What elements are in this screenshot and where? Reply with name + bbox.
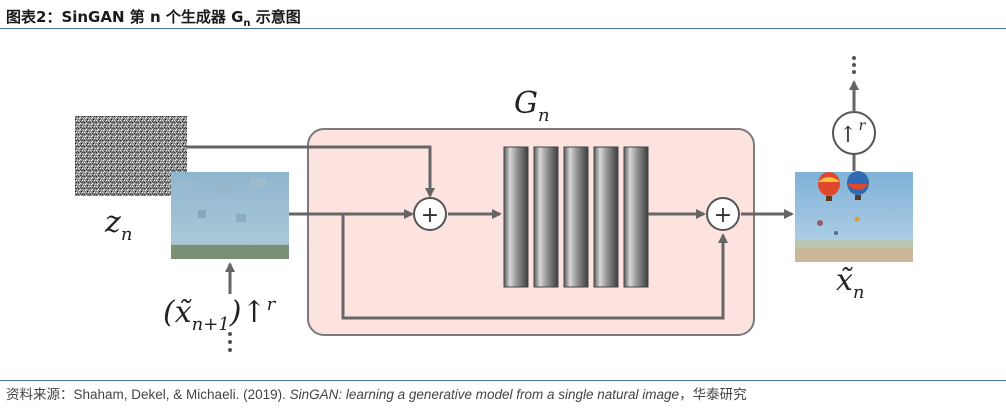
svg-text:+: + xyxy=(421,203,439,228)
balloon-icon xyxy=(847,171,869,200)
title-main: SinGAN 第 n 个生成器 G xyxy=(61,8,244,26)
footer-divider xyxy=(0,380,1006,381)
title-suffix: 示意图 xyxy=(250,8,301,26)
svg-text:r: r xyxy=(859,118,867,134)
output-sum-node: + xyxy=(706,197,740,231)
noise-to-sum-arrow xyxy=(187,145,435,198)
upsample-node: ↑ r xyxy=(832,111,876,155)
input-label: (x̃n+1)↑r xyxy=(163,294,277,335)
title-prefix: 图表2： xyxy=(6,8,62,26)
title-subscript: n xyxy=(243,18,251,29)
conv-block-3 xyxy=(563,146,589,288)
residual-skip-arrow xyxy=(341,214,728,320)
paper-title: SinGAN: learning a generative model from… xyxy=(289,387,680,402)
output-label: x̃n xyxy=(836,263,865,303)
title-divider xyxy=(0,28,1006,29)
conv-block-4 xyxy=(593,146,619,288)
conv-block-5 xyxy=(623,146,649,288)
conv-block-1 xyxy=(503,146,529,288)
upsample-arrow-icon: ↑ xyxy=(839,123,857,148)
balloon-icon xyxy=(818,172,840,201)
upsampled-input-image xyxy=(171,172,289,259)
conv-blocks xyxy=(503,146,649,288)
singan-generator-diagram: zn (x̃n+1)↑r Gn + + xyxy=(75,56,913,352)
noise-image xyxy=(75,116,187,196)
output-ellipsis-dots xyxy=(852,56,856,74)
noise-label: zn xyxy=(104,205,132,245)
figure-title: 图表2：SinGAN 第 n 个生成器 Gn 示意图 xyxy=(6,4,301,30)
conv-block-2 xyxy=(533,146,559,288)
source-note: 资料来源：Shaham, Dekel, & Michaeli. (2019). … xyxy=(6,384,1001,406)
svg-text:+: + xyxy=(714,203,732,228)
source-prefix: 资料来源：Shaham, Dekel, & Michaeli. (2019). xyxy=(6,387,290,402)
input-sum-node: + xyxy=(413,197,447,231)
output-image xyxy=(795,171,913,262)
source-suffix: ，华泰研究 xyxy=(679,387,747,402)
input-ellipsis-dots xyxy=(228,332,232,352)
generator-box xyxy=(307,128,755,336)
generator-label: Gn xyxy=(514,86,550,126)
